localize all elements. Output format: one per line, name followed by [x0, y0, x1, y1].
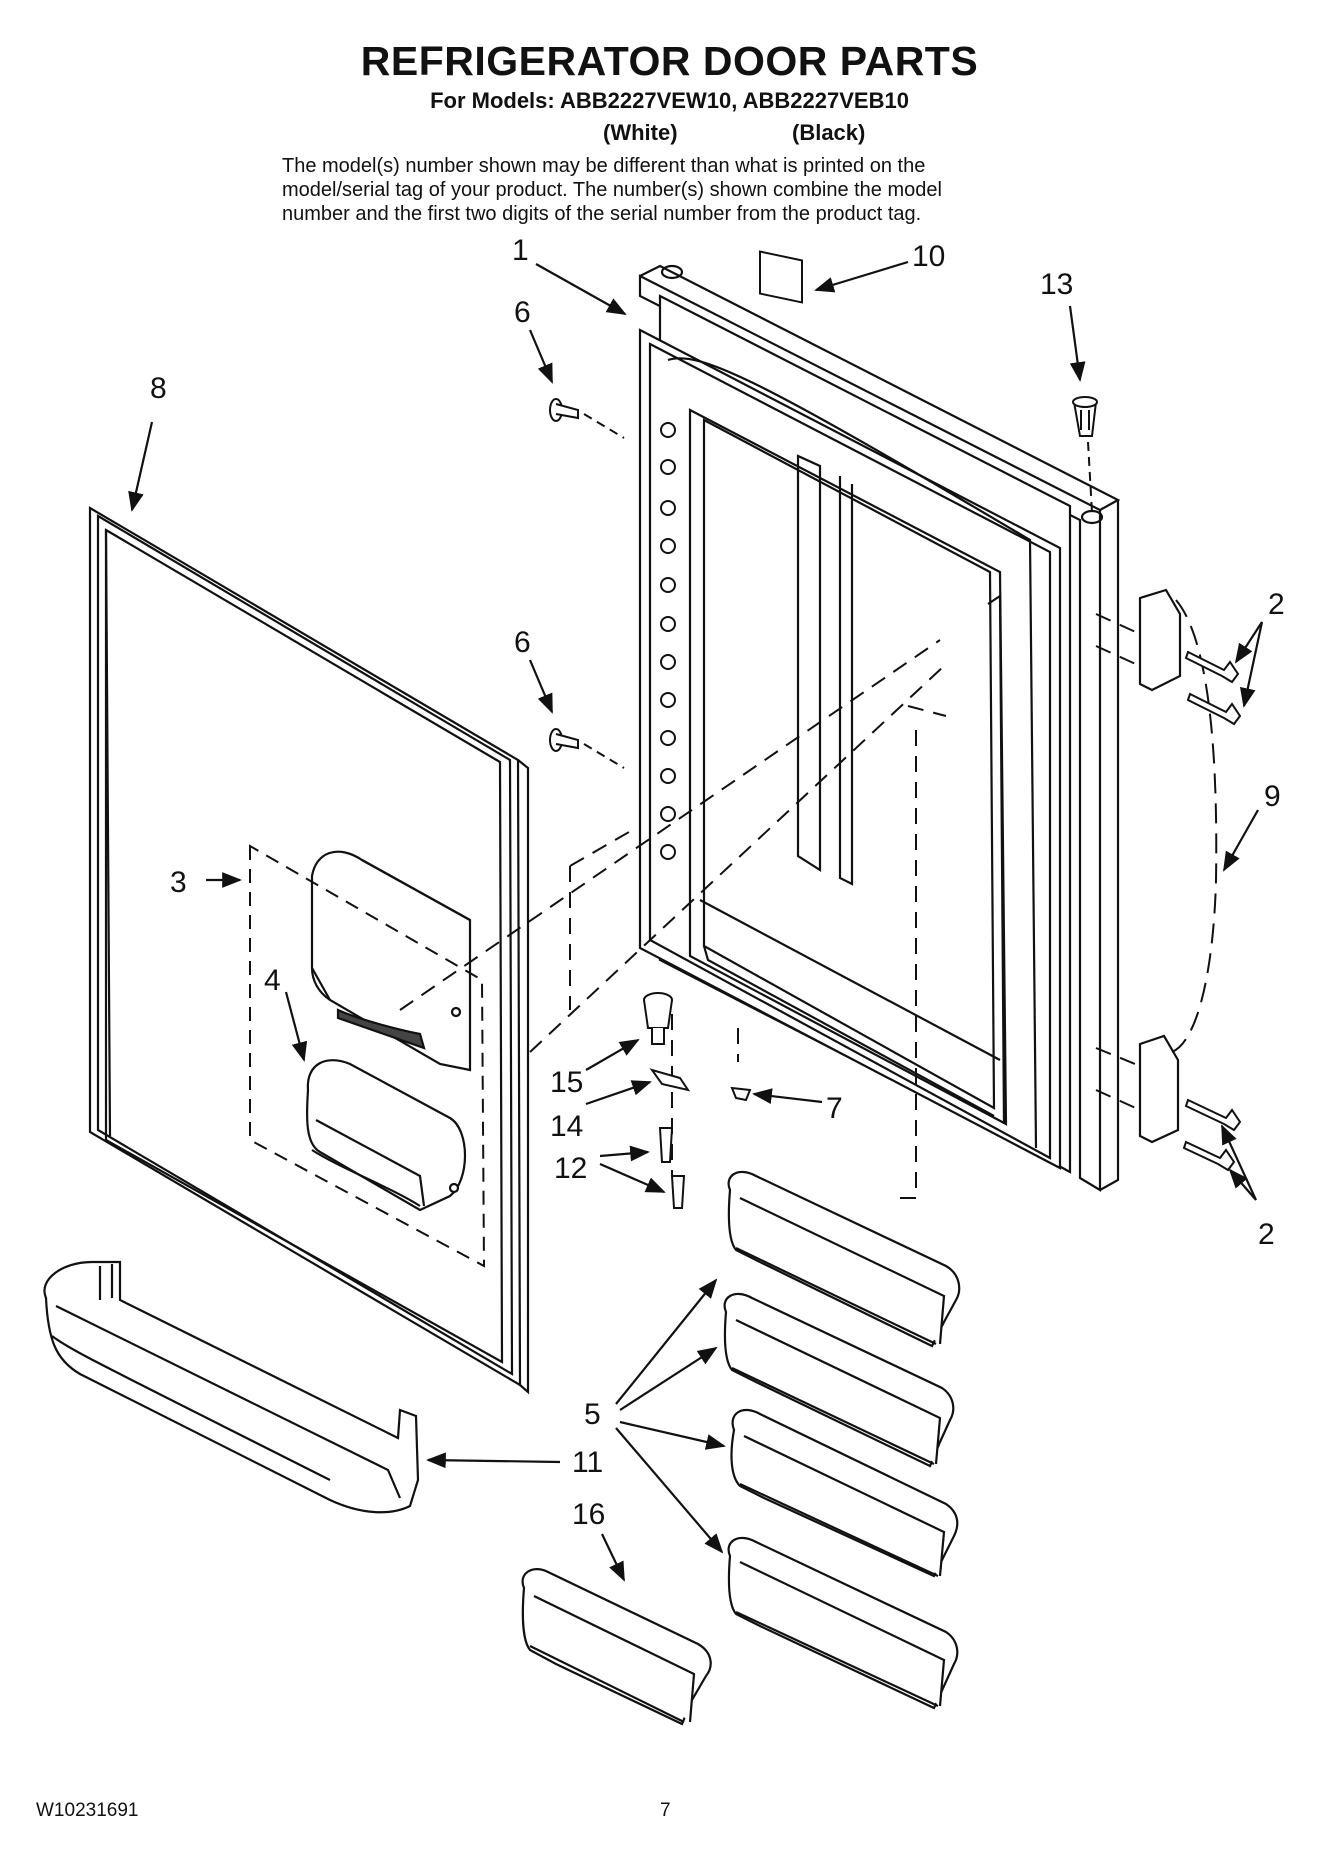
note-line-3: number and the first two digits of the s…: [282, 203, 922, 225]
callout-15: 15: [550, 1066, 583, 1099]
callout-16: 16: [572, 1498, 605, 1531]
handle-screw-part: [1182, 650, 1242, 1172]
door-handle-part: [1138, 588, 1182, 1144]
model-note: The model(s) number shown may be differe…: [282, 154, 1082, 226]
hinge-hardware: [643, 992, 752, 1209]
door-bin-part: [723, 1170, 961, 1710]
callout-2a: 2: [1268, 588, 1285, 621]
callout-4: 4: [264, 964, 281, 997]
callout-13: 13: [1040, 268, 1073, 301]
hinge-bushing-part: [1072, 396, 1098, 437]
callout-2b: 2: [1258, 1218, 1275, 1251]
callout-14: 14: [550, 1110, 583, 1143]
callout-11: 11: [572, 1446, 603, 1479]
callout-3: 3: [170, 866, 187, 899]
callout-6b: 6: [514, 626, 531, 659]
small-bin-part: [521, 1568, 712, 1726]
callout-12: 12: [554, 1152, 587, 1185]
callout-1: 1: [512, 234, 529, 267]
door-stop-pin-part: [549, 398, 579, 752]
screw-12a: [658, 1127, 674, 1163]
rating-label-part: [759, 250, 803, 304]
frame-screw-column: [660, 422, 676, 860]
callout-9: 9: [1264, 780, 1281, 813]
variant-black: (Black): [792, 120, 866, 145]
callout-arrows: [128, 260, 1264, 1582]
document-number: W10231691: [36, 1800, 139, 1821]
models-line: For Models: ABB2227VEW10, ABB2227VEB10: [430, 88, 909, 113]
note-line-2: model/serial tag of your product. The nu…: [282, 179, 942, 201]
screw-12b: [670, 1175, 686, 1209]
assembly-guides: [399, 613, 1141, 1199]
dispenser-cover-part: [310, 850, 472, 1072]
callout-5: 5: [584, 1398, 601, 1431]
callout-8: 8: [150, 372, 167, 405]
dispenser-group-outline: [249, 844, 486, 1268]
bracket-14: [649, 1068, 691, 1092]
page-title: REFRIGERATOR DOOR PARTS: [360, 38, 979, 84]
page-number: 7: [660, 1800, 671, 1821]
stop-7: [730, 1086, 752, 1102]
door-shelf-bar-part: [43, 1260, 420, 1514]
callout-7: 7: [826, 1092, 843, 1125]
note-line-1: The model(s) number shown may be differe…: [282, 155, 926, 177]
variant-white: (White): [603, 120, 678, 145]
callout-10: 10: [912, 240, 945, 273]
callout-labels: 1 10 13 6 8 2 6 9 3 4 15 14 7 12 2 5 11 …: [150, 234, 1285, 1531]
dispenser-tray-part: [305, 1059, 467, 1212]
callout-6a: 6: [514, 296, 531, 329]
door-frame-part: [638, 264, 1121, 1192]
